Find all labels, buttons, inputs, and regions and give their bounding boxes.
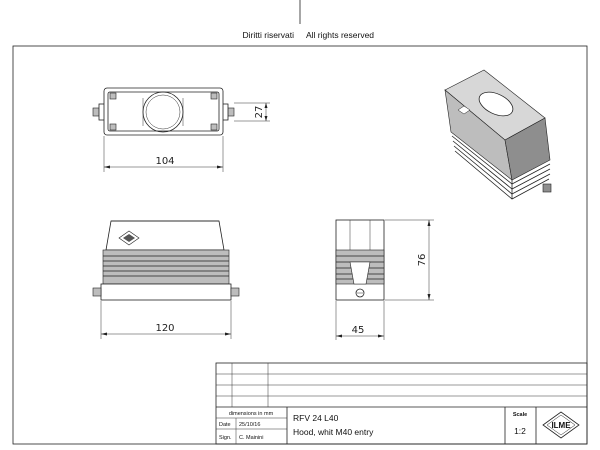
dim-side-height: 76 (417, 254, 428, 267)
scale-label: Scale (513, 412, 527, 418)
side-view: 76 45 (335, 219, 434, 340)
rights-reserved-en: All rights reserved (306, 30, 374, 40)
logo-text: ILME (551, 421, 571, 430)
top-view-body (103, 87, 224, 136)
part-description: Hood, whit M40 entry (293, 427, 374, 437)
date-value: 25/10/16 (239, 422, 260, 428)
scale-value: 1:2 (514, 426, 526, 436)
sign-value: C. Mainini (239, 435, 263, 441)
isometric-view (444, 69, 552, 200)
top-view: 104 27 (92, 87, 270, 172)
dim-side-width: 45 (352, 325, 365, 336)
title-block: dimensions in mm Date 25/10/16 Sign. C. … (215, 362, 588, 445)
front-view: 120 (92, 220, 240, 339)
rights-reserved-it: Diritti riservati (243, 30, 295, 40)
dim-top-width: 104 (155, 156, 174, 167)
dim-top-height: 27 (254, 106, 265, 119)
units-note: dimensions in mm (229, 411, 274, 417)
front-view-base (100, 283, 232, 301)
ilme-logo: ILME (542, 411, 580, 439)
date-label: Date (219, 422, 231, 428)
front-view-ribs (102, 249, 230, 285)
isometric-cable-entry (478, 91, 514, 117)
sign-label: Sign. (219, 435, 232, 441)
dim-front-width: 120 (155, 323, 174, 334)
part-code: RFV 24 L40 (293, 413, 339, 423)
